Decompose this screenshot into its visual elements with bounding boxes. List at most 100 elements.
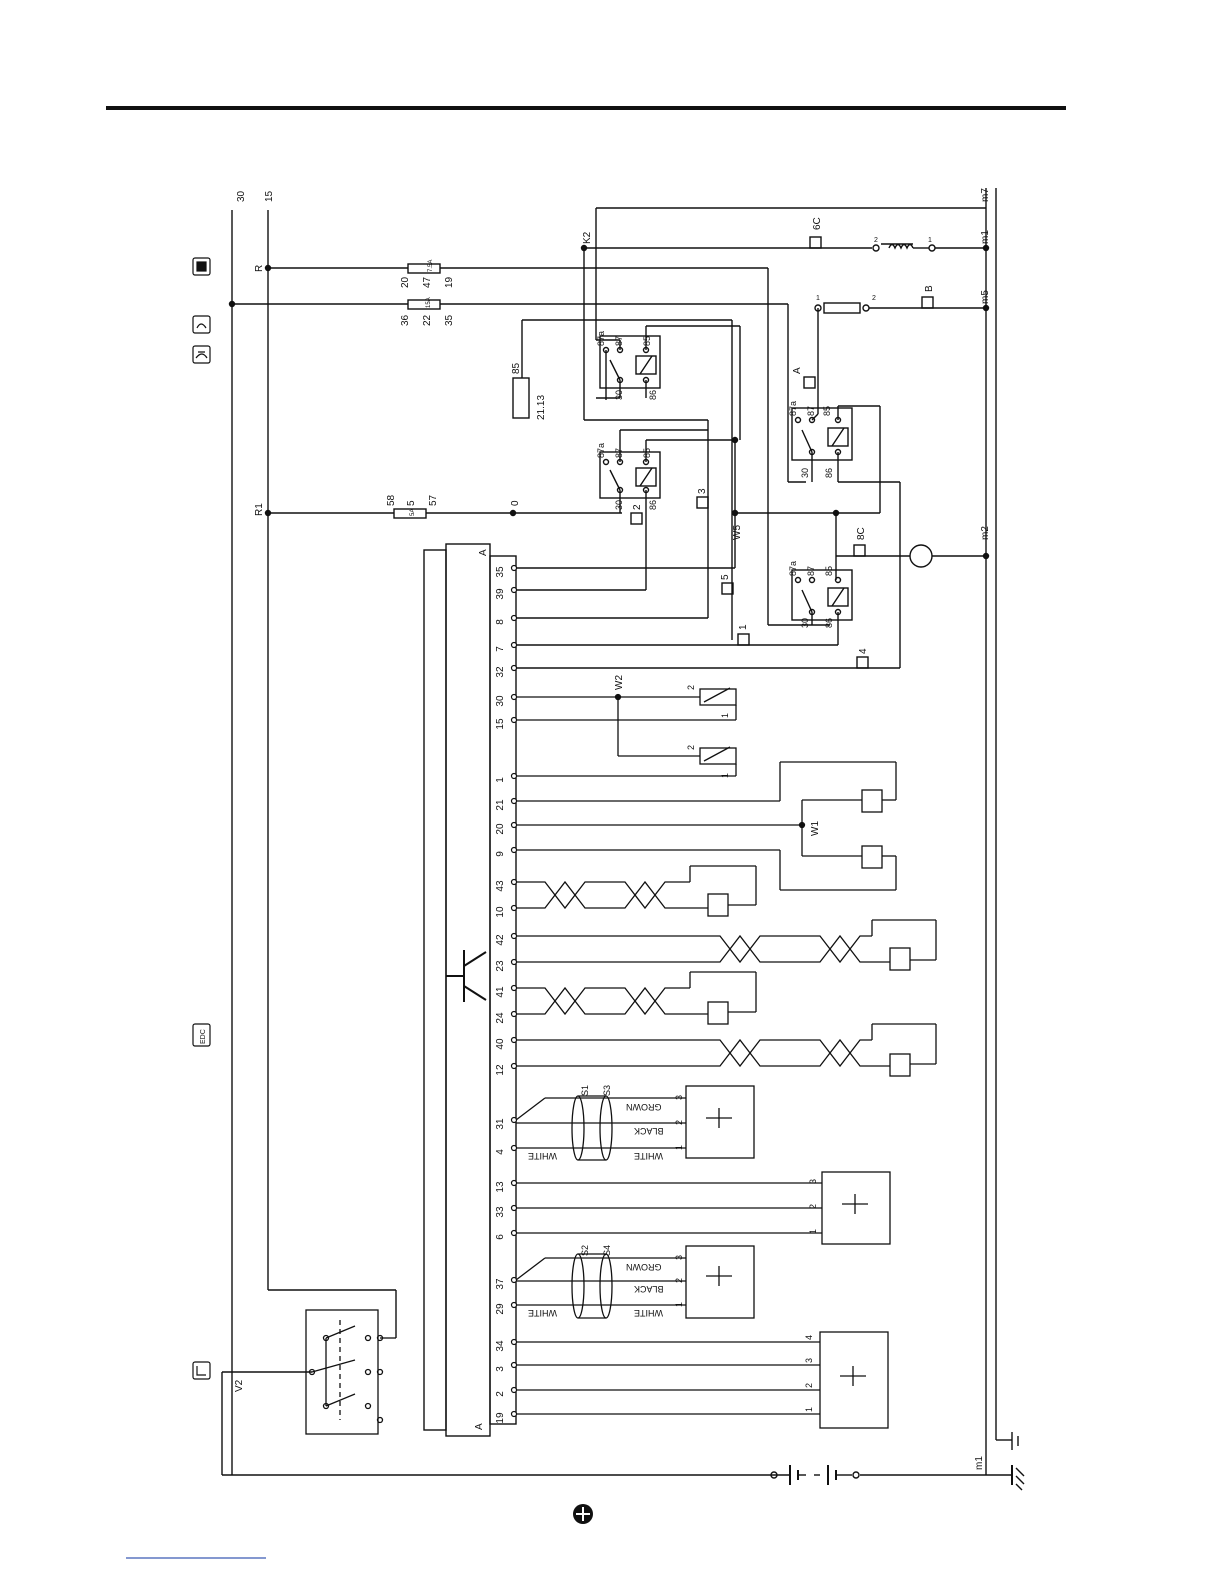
s1-pin-2: 2 [674, 1120, 684, 1125]
s4w-pin-3: 3 [804, 1358, 814, 1363]
sensor-3wire [821, 1171, 891, 1245]
ts1-pin-1: 1 [720, 713, 730, 718]
ecu-pin-terminal [510, 1062, 518, 1070]
ecu-pin-terminal [510, 932, 518, 940]
conn-a: A [792, 367, 803, 374]
ecu-pin-terminal [510, 1386, 518, 1394]
relay3-pin-86: 86 [824, 468, 834, 478]
edc-icon [192, 1023, 211, 1047]
relay-1 [599, 335, 661, 389]
ecu-pin-terminal [510, 772, 518, 780]
ecu-pin-terminal [510, 821, 518, 829]
conn-5: 5 [720, 574, 731, 580]
ground-m2: m2 [980, 526, 991, 540]
ecu-pin-terminal [510, 797, 518, 805]
ecu-pin-label: 8 [495, 619, 506, 625]
node-w5: W5 [732, 525, 743, 540]
ecu-pin-label: 43 [495, 880, 506, 892]
fuse-2-right: 35 [444, 314, 455, 326]
ground-m1-bottom: m1 [974, 1456, 985, 1470]
relay1-pin-87a: 87a [596, 331, 606, 346]
relay1-pin-87: 87 [614, 336, 624, 346]
s2-pin-2: 2 [674, 1278, 684, 1283]
relay2-pin-87: 87 [614, 448, 624, 458]
ecu-label-top: A [478, 549, 489, 556]
ecu-pin-label: 21 [495, 799, 506, 811]
relay-2 [599, 451, 661, 499]
ecu-body [445, 543, 491, 1437]
fuse-1-mid: 47 [422, 276, 433, 288]
sensor-shielded-2 [685, 1245, 755, 1319]
rail-v2-label: V2 [234, 1379, 245, 1392]
ecu-pin-terminal [510, 614, 518, 622]
ecu-pin-label: 24 [495, 1012, 506, 1024]
injector-3 [707, 1001, 729, 1025]
component-21-13 [512, 377, 530, 419]
ecu-pin-label: 1 [495, 777, 506, 783]
resistor-heater [823, 302, 861, 314]
conn-4: 4 [858, 648, 869, 654]
relay4-pin-30: 30 [800, 618, 810, 628]
conn-1: 1 [738, 624, 749, 630]
fuse-1-right: 19 [444, 276, 455, 288]
ecu-pin-terminal [510, 1229, 518, 1237]
ecu-pin-label: 33 [495, 1206, 506, 1218]
ecu-pin-terminal [510, 1410, 518, 1418]
conn-8c: 8C [856, 527, 867, 540]
ecu-pin-terminal [510, 564, 518, 572]
conn-6c: 6C [812, 217, 823, 230]
ecu-pin-terminal [510, 1010, 518, 1018]
conn-b: B [924, 285, 935, 292]
ecu-pin-terminal [510, 904, 518, 912]
sensor-shielded-1 [685, 1085, 755, 1159]
s3w-pin-2: 2 [808, 1204, 818, 1209]
preheat-icon [192, 345, 211, 364]
node-s2: S2 [580, 1245, 590, 1256]
relay-3 [791, 407, 853, 461]
relay3-pin-30: 30 [800, 468, 810, 478]
ts1-pin-2: 2 [686, 685, 696, 690]
ecu-pin-terminal [510, 1276, 518, 1284]
s2-pin-3: 3 [674, 1255, 684, 1260]
relay1-pin-85: 85 [642, 336, 652, 346]
ecu-pin-terminal [510, 984, 518, 992]
ecu-pin-terminal [510, 1144, 518, 1152]
ecu-pin-label: 32 [495, 666, 506, 678]
s1-pin-1: 1 [674, 1145, 684, 1150]
relay2-pin-86: 86 [648, 500, 658, 510]
relay4-pin-85: 85 [824, 566, 834, 576]
ecu-pin-label: 12 [495, 1064, 506, 1076]
ecu-pin-group: 3539873230151212094310422341244012314133… [495, 564, 518, 1424]
wire-white-1a: WHITE [528, 1151, 557, 1161]
ecu-pin-label: 23 [495, 960, 506, 972]
ecu-pin-label: 42 [495, 934, 506, 946]
ecu-pin-terminal [510, 1036, 518, 1044]
relay1-pin-30: 30 [614, 390, 624, 400]
relay3-pin-85: 85 [822, 406, 832, 416]
fuse-3-rating: 5A [410, 509, 416, 516]
fuse-2-rating: 15A [426, 297, 432, 308]
fuse-1-left: 20 [400, 276, 411, 288]
s3w-pin-1: 1 [808, 1229, 818, 1234]
ecu-pin-label: 40 [495, 1038, 506, 1050]
ecu-pin-label: 13 [495, 1181, 506, 1193]
wire-white-2b: WHITE [634, 1308, 663, 1318]
wire-grown-1: GROWN [626, 1102, 662, 1112]
ecu-pin-label: 31 [495, 1118, 506, 1130]
rail-15-label: 15 [264, 190, 275, 202]
res-pin-2: 2 [872, 295, 876, 302]
ecu-pin-terminal [510, 1338, 518, 1346]
injector-2 [889, 947, 911, 971]
relay2-pin-85: 85 [642, 448, 652, 458]
relay4-pin-86: 86 [824, 618, 834, 628]
ecu-pin-label: 19 [495, 1412, 506, 1424]
s4w-pin-2: 2 [804, 1383, 814, 1388]
coil-pin-1: 1 [928, 237, 932, 244]
glow-plug-icon [192, 315, 211, 334]
ecu-outer [423, 549, 447, 1431]
fuse-1-rating: 7.5A [428, 260, 434, 272]
motor-icon [909, 544, 933, 568]
s4w-pin-1: 1 [804, 1407, 814, 1412]
fuse-2-left: 36 [400, 314, 411, 326]
ecu-pin-terminal [510, 846, 518, 854]
